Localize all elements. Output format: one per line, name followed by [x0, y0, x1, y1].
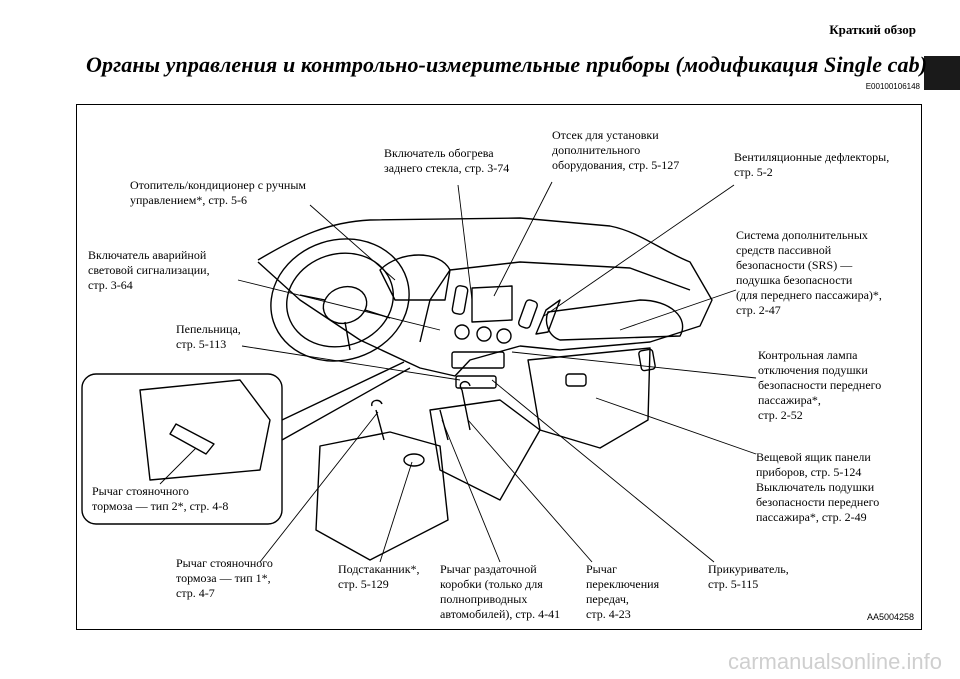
steering-spokes [299, 294, 391, 351]
dashboard-front-panel [419, 261, 691, 343]
label-parking-brake-2: Рычаг стояночного тормоза — тип 2*, стр.… [92, 484, 229, 513]
center-console [429, 399, 541, 501]
glovebox-handle [565, 373, 587, 387]
inset-frame [81, 373, 283, 525]
label-rear-defog: Включатель обогрева заднего стекла, стр.… [384, 146, 510, 175]
passenger-airbag [545, 299, 684, 341]
label-vents: Вентиляционные дефлекторы, стр. 5-2 [734, 150, 890, 179]
leader-compartment [493, 181, 553, 297]
leader-lighter [491, 379, 715, 563]
leader-pbrake2 [159, 447, 197, 485]
figure-frame [76, 104, 922, 630]
center-vent-right [518, 299, 538, 329]
leader-rear-defog [457, 184, 473, 301]
leader-pbrake1 [259, 411, 379, 563]
cup-holder [403, 453, 425, 467]
label-lighter: Прикуриватель, стр. 5-115 [708, 562, 789, 591]
leader-airbag-lamp [511, 351, 757, 379]
side-vent [638, 348, 656, 372]
extra-compartment [471, 285, 513, 323]
section-header: Краткий обзор [829, 22, 916, 37]
parking-brake-lever-type1 [371, 399, 385, 441]
label-cupholder: Подстаканник*, стр. 5-129 [338, 562, 420, 591]
label-parking-brake-1: Рычаг стояночного тормоза — тип 1*, стр.… [176, 556, 273, 600]
dashboard-lower-edge [257, 261, 521, 377]
label-glovebox: Вещевой ящик панели приборов, стр. 5-124… [756, 450, 880, 524]
label-heater-manual: Отопитель/кондиционер с ручным управлени… [130, 178, 307, 207]
inset-pointer [281, 361, 411, 441]
instrument-cluster [379, 254, 451, 301]
watermark: carmanualsonline.info [727, 649, 942, 674]
leader-cupholder [379, 461, 413, 563]
leader-heater [309, 204, 396, 281]
ashtray-slot [455, 375, 497, 389]
climate-knob-2 [476, 326, 492, 342]
radio-slot [451, 351, 505, 369]
leader-ashtray [241, 345, 461, 381]
dashboard-top-outline [257, 217, 713, 351]
document-code: E00100106148 [865, 82, 920, 91]
chapter-tab [924, 56, 960, 90]
steering-wheel-inner [286, 252, 394, 348]
inset-panel [139, 379, 271, 481]
steering-wheel [270, 238, 410, 362]
label-hazard: Включатель аварийной световой сигнализац… [88, 248, 210, 292]
label-ashtray: Пепельница, стр. 5-113 [176, 322, 241, 351]
leader-glovebox [595, 397, 757, 455]
passenger-vent [535, 299, 561, 335]
label-srs-passenger: Система дополнительных средств пассивной… [736, 228, 882, 317]
steering-hub [322, 285, 368, 325]
climate-knob-3 [496, 328, 512, 344]
page-title: Органы управления и контрольно-измерител… [86, 52, 928, 77]
label-extra-compartment: Отсек для установки дополнительного обор… [552, 128, 680, 172]
leader-vents [543, 184, 735, 317]
label-airbag-off-lamp: Контрольная лампа отключения подушки без… [758, 348, 882, 422]
leader-gear [467, 419, 593, 563]
leader-srs [619, 289, 737, 331]
label-gear-lever: Рычаг переключения передач, стр. 4-23 [586, 562, 660, 621]
console-box [315, 431, 449, 561]
figure-code: AA5004258 [866, 612, 914, 622]
label-transfer-lever: Рычаг раздаточной коробки (только для по… [440, 562, 561, 621]
gear-lever [459, 380, 471, 431]
climate-knob-1 [454, 324, 470, 340]
parking-brake-lever-type2 [169, 423, 215, 455]
glovebox [527, 347, 651, 449]
leader-hazard [237, 279, 441, 331]
center-vent-left [451, 285, 469, 315]
leader-transfer [441, 419, 501, 563]
